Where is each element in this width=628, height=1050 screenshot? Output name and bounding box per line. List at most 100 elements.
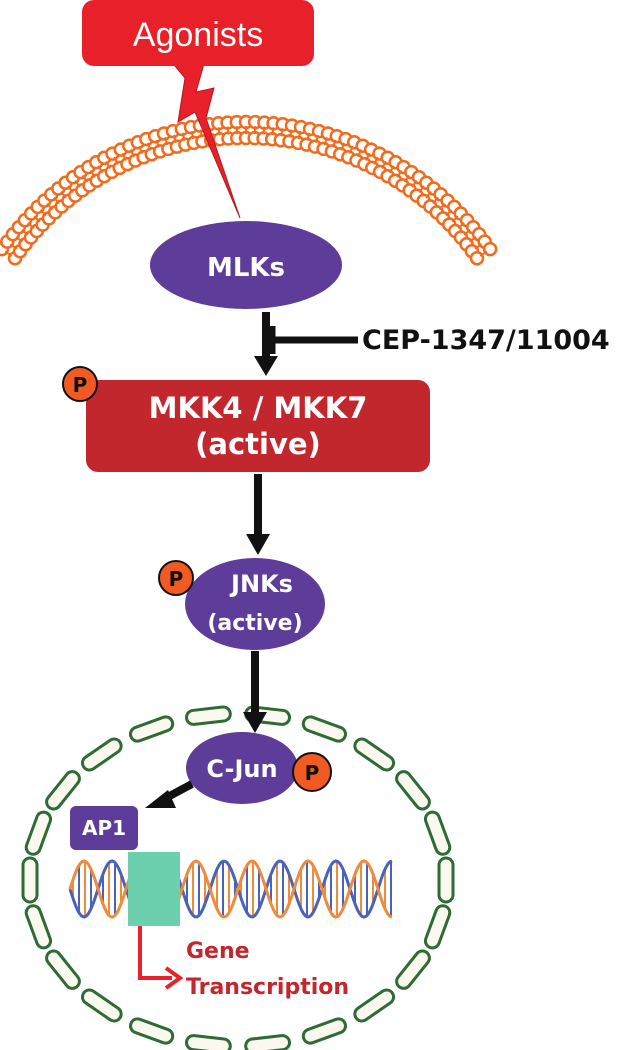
phospholipid-tail — [27, 222, 35, 230]
mkk-node: MKK4 / MKK7 (active) P — [62, 366, 430, 472]
jnks-ellipse — [185, 558, 325, 650]
inhibitor-node: CEP-1347/11004 — [268, 325, 610, 356]
nuclear-envelope-segment — [395, 949, 431, 990]
nucleus-envelope — [21, 705, 455, 1050]
arrowhead-mlks-to-mkk — [254, 356, 278, 376]
phospholipid-tail — [381, 160, 387, 169]
nuclear-envelope-segment — [24, 904, 53, 950]
mkk-label-line1: MKK4 / MKK7 — [149, 391, 368, 425]
nuclear-envelope-segment — [184, 1034, 232, 1050]
nuclear-envelope-segment — [24, 810, 53, 856]
phospholipid-tail — [457, 222, 465, 230]
dna-strand — [68, 859, 393, 919]
gene-label-line2: Transcription — [186, 975, 349, 1000]
agonists-node: Agonists — [82, 0, 314, 219]
phospholipid-tail — [474, 243, 483, 250]
phospholipid-tail — [418, 185, 425, 194]
dna-helix — [68, 859, 393, 919]
phospholipid-tail — [199, 129, 203, 138]
phospholipid-tail — [217, 127, 221, 136]
dna-binding-site — [128, 852, 180, 926]
nuclear-envelope-segment — [301, 715, 347, 743]
phospholipid-tail — [315, 134, 320, 143]
phospholipid-tail — [81, 174, 89, 183]
nuclear-envelope-segment — [80, 988, 123, 1023]
agonists-label: Agonists — [133, 16, 263, 54]
nuclear-envelope-segment — [353, 737, 396, 772]
phospholipid-tail — [53, 196, 60, 205]
phospholipid-tail — [33, 215, 41, 223]
phospholipid-tail — [39, 209, 47, 217]
ap1-box — [70, 806, 138, 850]
phospho-label-cjun: P — [305, 761, 320, 785]
mkk-label-line2: (active) — [195, 427, 321, 461]
phospholipid-tail — [411, 180, 418, 188]
nuclear-envelope-segment — [129, 715, 175, 743]
phospholipid-tail — [340, 142, 346, 151]
phospholipid-tail — [365, 152, 371, 161]
nuclear-envelope-segment — [80, 737, 123, 772]
phospholipid-tail — [226, 126, 230, 135]
phospholipid-tail — [4, 250, 13, 257]
phospholipid-tail — [348, 145, 354, 154]
nuclear-envelope-segment — [353, 988, 396, 1023]
phospholipid-tail — [262, 126, 266, 135]
phospholipid-tail — [181, 132, 186, 141]
phospholipid-tail — [479, 250, 488, 257]
nuclear-envelope-segment — [129, 1017, 175, 1045]
ap1-node: AP1 — [70, 806, 138, 850]
phospho-badge-jnks — [158, 560, 194, 596]
nuclear-envelope-segment — [437, 856, 455, 904]
phospholipid-tail — [469, 236, 477, 243]
agonists-box — [82, 0, 314, 66]
cell-membrane — [0, 114, 498, 266]
phospholipid-tail — [445, 209, 453, 217]
phospholipid-head — [469, 251, 485, 266]
phospholipid-tail — [403, 174, 411, 183]
cjun-label: C-Jun — [206, 755, 277, 783]
transcription-arrow — [138, 926, 184, 990]
phospholipid-tail — [60, 190, 67, 199]
ap1-label: AP1 — [82, 816, 126, 840]
cjun-node: C-Jun P — [186, 732, 332, 804]
arrowhead-jnks-to-cjun — [243, 712, 267, 733]
phospholipid-tail — [155, 139, 160, 148]
phospholipid-tail — [164, 137, 169, 146]
phospholipid-tail — [97, 165, 104, 174]
gene-label-line1: Gene — [186, 939, 250, 964]
cjun-ellipse — [186, 732, 298, 804]
phospholipid-tail — [323, 137, 328, 146]
phospho-label-mkk: P — [73, 373, 88, 397]
phospholipid-tail — [306, 132, 311, 141]
phospholipid-tail — [463, 229, 471, 236]
phospholipid-tail — [451, 215, 459, 223]
phospholipid-tail — [121, 152, 127, 161]
phospholipid-tail — [373, 156, 379, 165]
phospholipid-tail — [105, 160, 111, 169]
phospholipid-tail — [289, 129, 293, 138]
phospholipid-tail — [271, 127, 275, 136]
arrowhead-cjun-to-ap1 — [145, 790, 176, 808]
nuclear-envelope-segment — [423, 904, 452, 950]
mkk-box — [86, 380, 430, 472]
nuclear-envelope-segment — [423, 810, 452, 856]
jnks-label-line2: (active) — [207, 611, 302, 636]
phospholipid-tail — [172, 134, 177, 143]
inhibitor-label: CEP-1347/11004 — [362, 325, 610, 356]
phospholipid-tail — [146, 142, 152, 151]
phospholipid-tail — [9, 243, 18, 250]
jnks-node: JNKs (active) P — [158, 558, 325, 650]
phospholipid-head — [482, 241, 498, 257]
phospholipid-tail — [357, 149, 363, 158]
nuclear-envelope-segment — [45, 949, 81, 990]
phospho-badge-cjun — [292, 752, 332, 792]
phospholipid-tail — [129, 149, 135, 158]
phospho-label-jnks: P — [169, 567, 184, 591]
nuclear-envelope-segment — [21, 856, 39, 904]
nuclear-envelope-segment — [395, 770, 431, 811]
nuclear-envelope-segment — [184, 705, 232, 726]
phospholipid-tail — [46, 202, 54, 211]
phospholipid-tail — [138, 145, 144, 154]
phospholipid-tail — [67, 185, 74, 194]
